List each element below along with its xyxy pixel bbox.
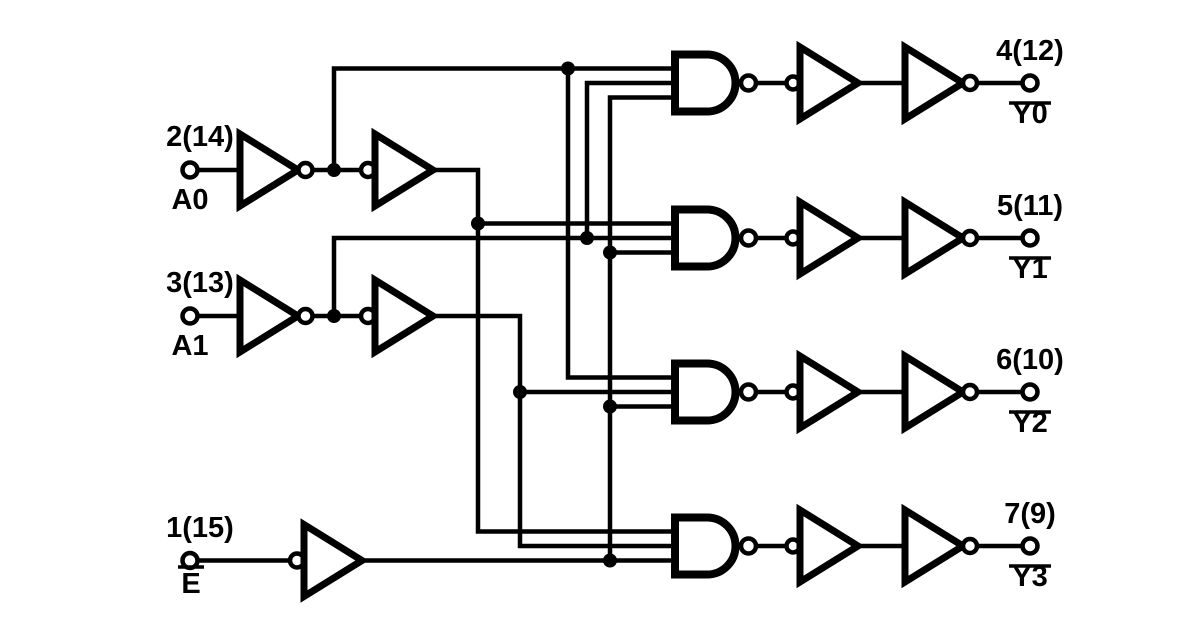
y0-nand-output-bubble — [738, 73, 759, 93]
a0-inverter — [236, 127, 315, 213]
a0-inverter-output-bubble — [296, 160, 315, 180]
junction-dot — [603, 399, 617, 414]
output-terminal-y3 — [1020, 536, 1040, 556]
signal-label-y2: Y2 — [1012, 407, 1047, 439]
e-inverter-triangle — [300, 518, 369, 603]
y0-nand-body — [671, 50, 740, 116]
junction-dot — [603, 245, 617, 260]
junction-dot — [327, 309, 341, 323]
e-inverter — [287, 518, 369, 603]
pin-label-y1: 5(11) — [997, 190, 1063, 222]
y3-buffer-1 — [784, 503, 865, 589]
y3-buffer2-output-bubble — [960, 536, 980, 556]
junction-dot — [471, 216, 485, 231]
junction-dot — [580, 231, 594, 245]
y3-buffer-2 — [901, 503, 980, 589]
y2-buffer2-triangle — [901, 349, 970, 435]
y2-buffer2-output-bubble — [960, 382, 980, 402]
junction-dot — [603, 553, 617, 568]
y1-nand-output-bubble — [738, 228, 759, 248]
y3-nand-gate — [671, 513, 759, 579]
wire-a1-inverted-to-nand-y1 — [331, 235, 675, 316]
y0-buffer-2 — [901, 40, 980, 126]
junction-dot — [561, 61, 575, 76]
y2-nand-body — [671, 359, 740, 425]
pin-label-y3: 7(9) — [1004, 498, 1056, 530]
wires — [197, 66, 1022, 563]
wire-a0-inverted-branch-nand-y2 — [565, 68, 675, 380]
y0-buffer2-output-bubble — [960, 73, 980, 93]
signal-label-a1: A1 — [171, 330, 208, 362]
y0-nand-gate — [671, 50, 759, 116]
y0-buffer2-triangle — [901, 40, 970, 126]
a1-inverter — [236, 273, 315, 359]
pin-label-a0: 2(14) — [166, 121, 234, 153]
a0-inverter-triangle — [236, 127, 305, 213]
a1-inverter-output-bubble — [296, 306, 315, 326]
labels: 2(14) A0 3(13) A1 1(15) E 4(12) Y0 5(11)… — [166, 35, 1064, 600]
y1-buffer2-triangle — [901, 195, 970, 281]
output-terminal-y0 — [1020, 73, 1040, 93]
pin-label-y2: 6(10) — [996, 344, 1064, 376]
signal-label-e: E — [181, 568, 200, 600]
a1-buffer-triangle — [371, 273, 440, 359]
wire-e-riser-to-nand-y0 — [607, 95, 675, 561]
signal-label-y0: Y0 — [1012, 98, 1047, 130]
a0-buffer-inverter — [358, 127, 440, 213]
y2-nand-output-bubble — [738, 382, 759, 402]
signal-label-y3: Y3 — [1012, 561, 1047, 593]
y3-buffer2-triangle — [901, 503, 970, 589]
y3-nand-body — [671, 513, 740, 579]
output-terminal-y1 — [1020, 228, 1040, 248]
y0-buffer-1 — [784, 40, 865, 126]
a1-inverter-triangle — [236, 273, 305, 359]
y2-buffer-1 — [784, 349, 865, 435]
y2-buffer1-triangle — [796, 349, 865, 435]
y1-buffer-2 — [901, 195, 980, 281]
signal-label-a0: A0 — [171, 184, 208, 216]
wire-a1-inverted-branch-nand-y0 — [584, 80, 675, 238]
y2-nand-gate — [671, 359, 759, 425]
y3-buffer1-triangle — [796, 503, 865, 589]
junction-dot — [513, 385, 527, 399]
a1-buffer-inverter — [358, 273, 440, 359]
input-terminal-a1 — [180, 306, 200, 326]
y1-nand-gate — [671, 205, 759, 271]
signal-label-y1: Y1 — [1012, 253, 1047, 285]
junction-dots — [327, 61, 617, 568]
pin-label-a1: 3(13) — [166, 267, 234, 299]
input-terminal-a0 — [180, 160, 200, 180]
y1-buffer2-output-bubble — [960, 228, 980, 248]
y1-buffer-1 — [784, 195, 865, 281]
wire-a1-buffered-to-nand-y3 — [433, 313, 675, 549]
pin-label-y0: 4(12) — [996, 35, 1064, 67]
pin-label-e: 1(15) — [166, 512, 234, 544]
y2-buffer-2 — [901, 349, 980, 435]
y1-buffer1-triangle — [796, 195, 865, 281]
y3-nand-output-bubble — [738, 536, 759, 556]
junction-dot — [327, 163, 341, 177]
wire-a0-buffered-to-nand-y3 — [433, 167, 675, 534]
output-terminal-y2 — [1020, 382, 1040, 402]
y1-nand-body — [671, 205, 740, 271]
a0-buffer-triangle — [371, 127, 440, 213]
y0-buffer1-triangle — [796, 40, 865, 126]
